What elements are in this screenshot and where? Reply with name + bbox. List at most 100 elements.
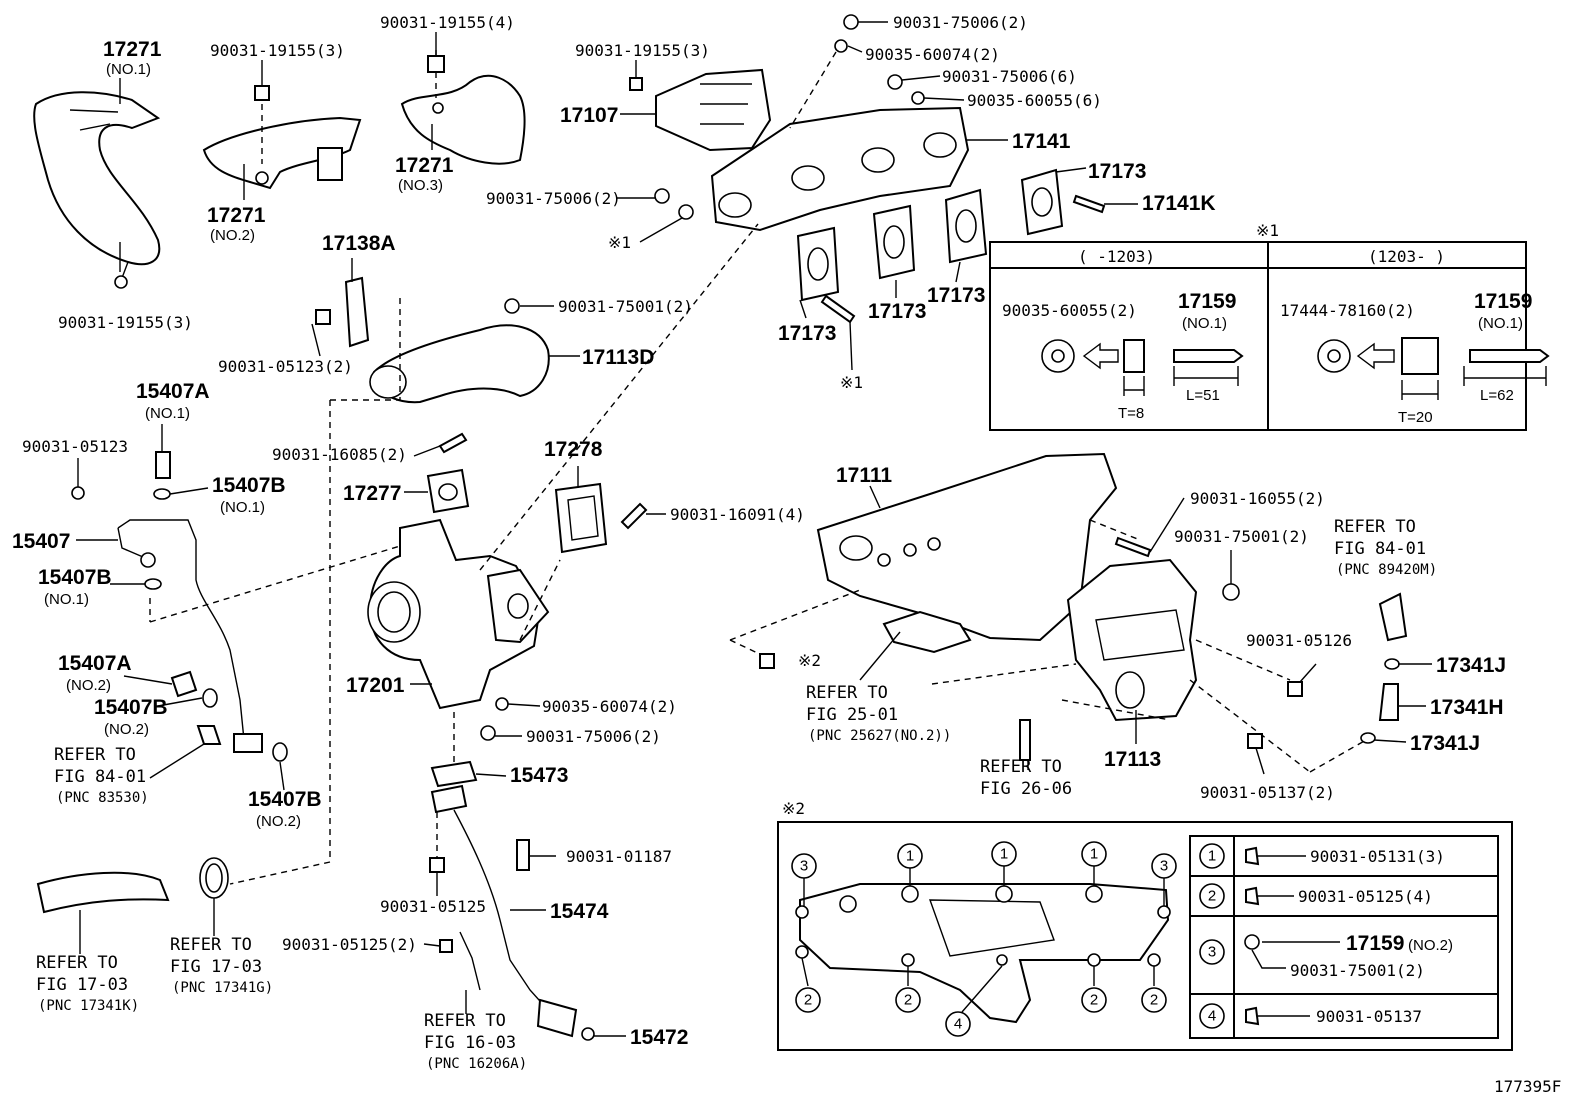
figure-number: 177395F xyxy=(1494,1077,1561,1096)
label-17271-no2-sub: (NO.2) xyxy=(210,227,255,244)
label-90031-05123-2: 90031-05123(2) xyxy=(218,357,353,376)
label-90031-75006-2a: 90031-75006(2) xyxy=(893,13,1028,32)
inset2-callout-1b: 1 xyxy=(1000,846,1008,863)
label-17341j-b: 17341J xyxy=(1410,732,1480,755)
inset1-right-washer-thickness xyxy=(1401,337,1439,375)
inset1-left-stud: 17159 xyxy=(1178,290,1236,313)
inset1-right-l: L=62 xyxy=(1480,387,1514,404)
label-ref-16-03-pnc: (PNC 16206A) xyxy=(426,1056,527,1072)
leader-lines xyxy=(76,21,1432,1037)
label-90031-05126: 90031-05126 xyxy=(1246,631,1352,650)
manifold-heat-shield-shape xyxy=(655,68,772,152)
label-15407b-no2a-sub: (NO.2) xyxy=(104,721,149,738)
label-17113: 17113 xyxy=(1104,748,1161,771)
inset1-col-right-header: (1203- ) xyxy=(1368,247,1445,266)
label-90031-16091-4: 90031-16091(4) xyxy=(670,505,805,524)
label-ref-17-03b: REFER TO xyxy=(170,935,252,955)
label-15407a-no2: 15407A xyxy=(58,652,132,675)
inset2-callout-3a: 3 xyxy=(800,858,808,875)
label-15407b-no1b-sub: (NO.1) xyxy=(44,591,89,608)
label-17141k: 17141K xyxy=(1142,192,1216,215)
label-15473: 15473 xyxy=(510,764,568,787)
inset1-left-l: L=51 xyxy=(1186,387,1220,404)
legend-num-4: 4 xyxy=(1208,1008,1216,1025)
label-90031-16085-2: 90031-16085(2) xyxy=(272,445,407,464)
inset2-callout-2a: 2 xyxy=(804,992,812,1009)
gasket-17278-shape xyxy=(554,482,608,554)
label-ref1b: ※1 xyxy=(840,373,863,392)
label-15407: 15407 xyxy=(12,530,70,553)
label-ref-16-03-fig: FIG 16-03 xyxy=(424,1033,516,1053)
inset2-frame xyxy=(777,821,1513,1051)
label-90031-75001-2a: 90031-75001(2) xyxy=(558,297,693,316)
turbo-outlet-pipe-shape xyxy=(372,324,550,404)
label-17271-no2: 17271 xyxy=(207,204,266,227)
label-90035-60055-6: 90035-60055(6) xyxy=(967,91,1102,110)
inset1-marker: ※1 xyxy=(1256,221,1279,240)
inset2-legend: 1 90031-05131(3) 2 90031-05125(4) 3 1715… xyxy=(1189,835,1499,1039)
label-15407b-no2b: 15407B xyxy=(248,788,322,811)
inset2-callouts: 3 1 1 1 3 2 2 2 2 4 xyxy=(791,841,1177,1037)
inset2-callout-3b: 3 xyxy=(1160,858,1168,875)
bracket-89420m-shape xyxy=(1378,592,1408,642)
label-ref-25-01: REFER TO xyxy=(806,683,888,703)
label-15407b-no2a: 15407B xyxy=(94,696,168,719)
label-17277: 17277 xyxy=(343,482,401,505)
label-ref-84-01a-pnc: (PNC 83530) xyxy=(56,790,149,806)
inset2-callout-2c: 2 xyxy=(1090,992,1098,1009)
label-ref-84-01b-fig: FIG 84-01 xyxy=(1334,539,1426,559)
label-17173-b: 17173 xyxy=(927,284,985,307)
inset2-callout-1a: 1 xyxy=(906,848,914,865)
legend-part-1: 90031-05131(3) xyxy=(1310,847,1445,866)
label-90031-16055-2: 90031-16055(2) xyxy=(1190,489,1325,508)
inset1-right-stud-sub: (NO.1) xyxy=(1478,315,1523,332)
inset-1: ※1 ( -1203) (1203- ) 90035-60055(2) 1715… xyxy=(989,221,1550,431)
label-17111: 17111 xyxy=(836,464,892,487)
label-17271-no3: 17271 xyxy=(395,154,454,177)
legend-part-3-sub: (NO.2) xyxy=(1408,937,1453,954)
exhaust-manifold-shape xyxy=(710,106,970,232)
inset1-left-washer: 90035-60055(2) xyxy=(1002,301,1137,320)
label-15407b-no1a: 15407B xyxy=(212,474,286,497)
label-90031-75001-2b: 90031-75001(2) xyxy=(1174,527,1309,546)
label-17173-a: 17173 xyxy=(1088,160,1146,183)
label-ref-26-06-fig: FIG 26-06 xyxy=(980,779,1072,799)
label-15407b-no1b: 15407B xyxy=(38,566,112,589)
label-90031-05123: 90031-05123 xyxy=(22,437,128,456)
inset1-left-stud-sub: (NO.1) xyxy=(1182,315,1227,332)
inset1-right-t: T=20 xyxy=(1398,409,1433,426)
label-17113d: 17113D xyxy=(582,346,654,369)
label-17341h: 17341H xyxy=(1430,696,1504,719)
legend-part-4: 90031-05137 xyxy=(1316,1007,1422,1026)
inset2-marker: ※2 xyxy=(782,799,805,818)
label-17201: 17201 xyxy=(346,674,405,697)
label-17141: 17141 xyxy=(1012,130,1071,153)
legend-num-3: 3 xyxy=(1208,944,1216,961)
inset2-callout-1c: 1 xyxy=(1090,846,1098,863)
heat-insulator-no1-shape xyxy=(33,91,161,266)
label-90035-60074-2a: 90035-60074(2) xyxy=(865,45,1000,64)
oil-feed-pipe xyxy=(117,519,245,741)
label-17271-no1-sub: (NO.1) xyxy=(106,61,151,78)
label-90031-01187: 90031-01187 xyxy=(566,847,672,866)
label-ref2a: ※2 xyxy=(798,651,821,670)
inset1-left-washer-thickness xyxy=(1123,339,1145,373)
label-ref-17-03b-pnc: (PNC 17341G) xyxy=(172,980,273,996)
legend-part-2: 90031-05125(4) xyxy=(1298,887,1433,906)
label-90031-75006-6: 90031-75006(6) xyxy=(942,67,1077,86)
label-90031-05125-2: 90031-05125(2) xyxy=(282,935,417,954)
label-90031-05137-2: 90031-05137(2) xyxy=(1200,783,1335,802)
label-90031-75006-2c: 90031-75006(2) xyxy=(526,727,661,746)
label-ref-16-03: REFER TO xyxy=(424,1011,506,1031)
label-ref-84-01b: REFER TO xyxy=(1334,517,1416,537)
label-15407a-no1: 15407A xyxy=(136,380,210,403)
label-17341j-a: 17341J xyxy=(1436,654,1506,677)
label-90035-60074-2b: 90035-60074(2) xyxy=(542,697,677,716)
inset1-col-left-header: ( -1203) xyxy=(1078,247,1155,266)
gasket-25627-shape xyxy=(882,610,972,654)
label-15472: 15472 xyxy=(630,1026,688,1049)
label-17107: 17107 xyxy=(560,104,618,127)
label-ref-84-01a-fig: FIG 84-01 xyxy=(54,767,146,787)
label-17173-d: 17173 xyxy=(778,322,836,345)
